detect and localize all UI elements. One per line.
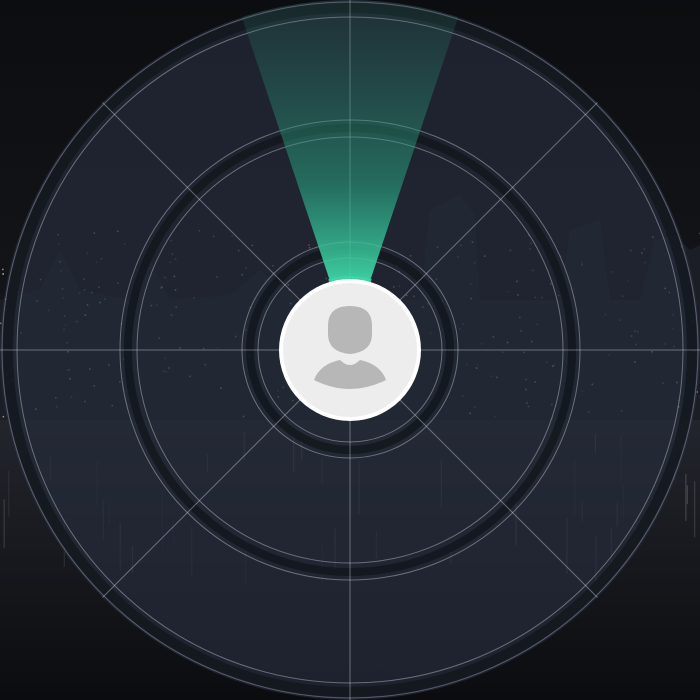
city-light <box>0 322 2 325</box>
city-light <box>2 268 4 271</box>
city-light <box>2 415 5 418</box>
city-light <box>2 273 4 275</box>
user-avatar-button[interactable] <box>279 279 421 421</box>
water-reflection <box>685 474 687 521</box>
radar-spoke <box>102 399 301 598</box>
radar-spoke <box>399 102 598 301</box>
radar-spoke <box>399 399 598 598</box>
water-reflection <box>3 499 5 549</box>
water-reflection <box>8 470 10 517</box>
user-silhouette-icon <box>314 306 386 389</box>
radar-spoke <box>102 102 301 301</box>
water-reflection <box>686 485 688 505</box>
water-reflection <box>694 481 696 538</box>
